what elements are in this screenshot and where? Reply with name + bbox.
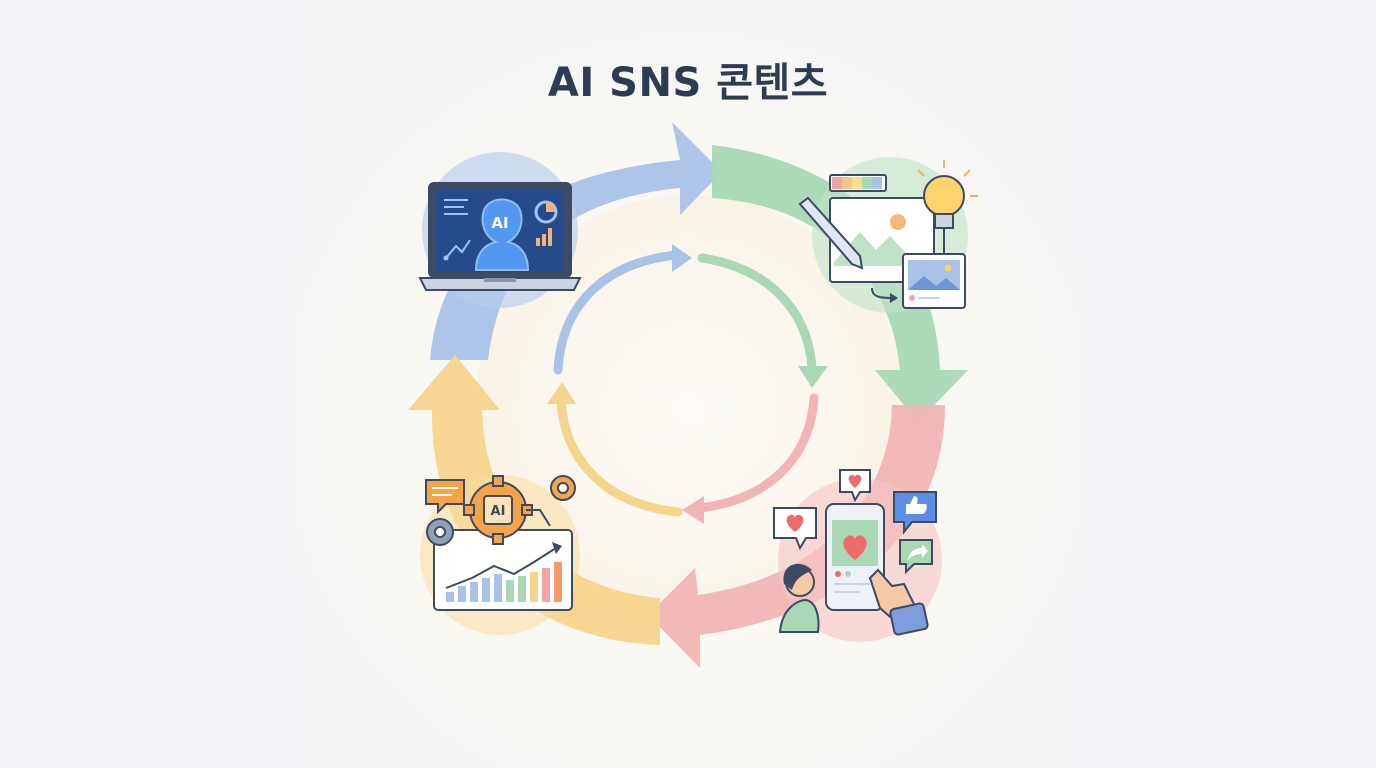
page-title: AI SNS 콘텐츠: [547, 60, 829, 106]
inner-arrow-yellow: [556, 397, 683, 517]
inner-arrowhead-blue: [672, 244, 692, 272]
inner-arrow-blue: [553, 250, 681, 375]
svg-text:AI: AI: [491, 214, 508, 232]
inner-arrowhead-yellow: [547, 382, 576, 404]
outer-arrow-blue: [430, 122, 722, 360]
social-engagement-icon: [773, 469, 942, 642]
outer-arrow-yellow: [408, 355, 660, 645]
outer-arrow-red: [648, 405, 945, 668]
inner-arrowhead-green: [798, 366, 828, 388]
ai-analytics-icon: AI: [420, 475, 580, 635]
svg-text:AI: AI: [491, 504, 506, 519]
inner-arrow-red: [695, 393, 819, 513]
ai-laptop-icon: AI: [418, 152, 582, 308]
outer-arrow-green: [712, 145, 968, 422]
inner-arrow-green: [697, 253, 817, 373]
inner-arrowhead-red: [682, 496, 704, 524]
content-creation-icon: [798, 157, 978, 313]
